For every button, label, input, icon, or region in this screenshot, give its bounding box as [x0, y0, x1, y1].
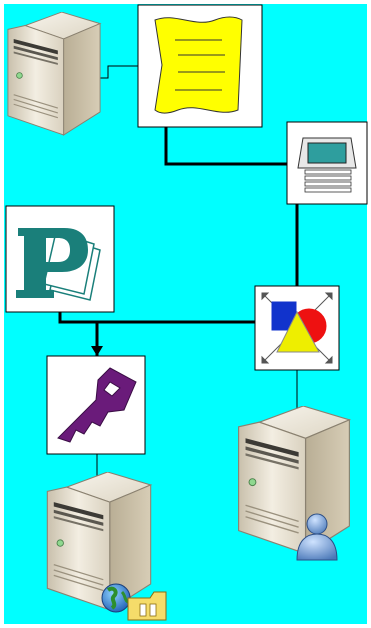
document-box[interactable] — [137, 4, 263, 128]
web-server-icon — [46, 472, 152, 611]
server-bottom-left[interactable] — [46, 472, 152, 611]
edge-publisher-box-to-key-box — [58, 312, 99, 356]
globe-folder-icon — [101, 583, 167, 621]
connector-lines — [55, 65, 299, 476]
arrowhead-key-box — [91, 346, 103, 356]
shapes-box[interactable] — [254, 285, 340, 371]
key-box[interactable] — [46, 355, 146, 455]
publisher-p-icon — [16, 228, 101, 301]
user-icon — [296, 513, 338, 561]
server-top-left[interactable] — [7, 12, 101, 136]
shapes-icon — [261, 292, 333, 364]
server-tower-icon — [7, 12, 101, 136]
publisher-box[interactable] — [5, 205, 115, 313]
terminal-box[interactable] — [286, 121, 368, 205]
terminal-icon — [297, 137, 357, 193]
user-server-icon — [237, 406, 351, 555]
key-icon — [57, 367, 137, 443]
server-bottom-right[interactable] — [237, 406, 351, 555]
edge-document-box-to-terminal-box — [164, 127, 287, 166]
wavy-document-icon — [154, 16, 243, 114]
